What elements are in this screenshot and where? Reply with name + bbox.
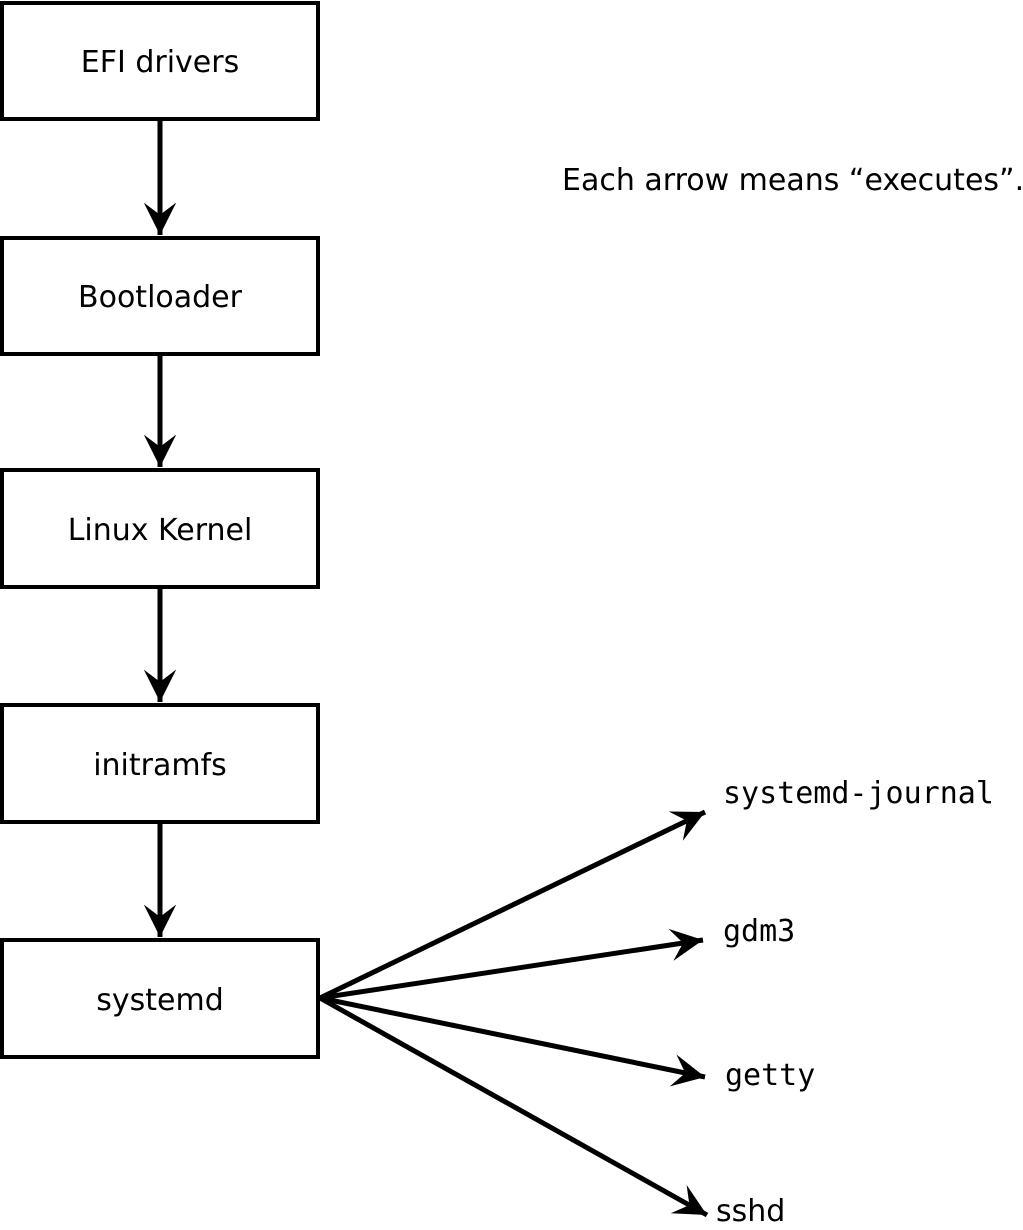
service-label-sshd: sshd bbox=[716, 1194, 785, 1229]
linux-kernel-box bbox=[0, 468, 320, 589]
efi-drivers-label: EFI drivers bbox=[81, 45, 239, 80]
systemd-box bbox=[0, 938, 320, 1059]
initramfs-label: initramfs bbox=[93, 748, 227, 783]
service-label-systemd-journal: systemd-journal bbox=[723, 776, 994, 811]
linux-kernel-label: Linux Kernel bbox=[68, 513, 253, 548]
node-efi-drivers: EFI drivers bbox=[0, 1, 320, 121]
initramfs-box bbox=[0, 703, 320, 824]
node-initramfs: initramfs bbox=[0, 703, 320, 824]
arrow-systemd-to-systemd-journal bbox=[318, 809, 707, 1001]
service-label-gdm3: gdm3 bbox=[723, 914, 795, 949]
arrow-systemd-to-gdm3 bbox=[319, 928, 704, 1001]
bootloader-box bbox=[0, 236, 320, 356]
efi-drivers-box bbox=[0, 1, 320, 121]
arrow-systemd-to-sshd bbox=[318, 995, 709, 1218]
arrow-systemd-to-getty bbox=[319, 995, 706, 1087]
node-bootloader: Bootloader bbox=[0, 236, 320, 356]
node-systemd: systemd bbox=[0, 938, 320, 1059]
bootloader-label: Bootloader bbox=[78, 280, 243, 315]
systemd-label: systemd bbox=[96, 983, 224, 1018]
arrow-meaning-note: Each arrow means “executes”. bbox=[562, 163, 1023, 198]
service-label-getty: getty bbox=[725, 1058, 815, 1093]
node-linux-kernel: Linux Kernel bbox=[0, 468, 320, 589]
